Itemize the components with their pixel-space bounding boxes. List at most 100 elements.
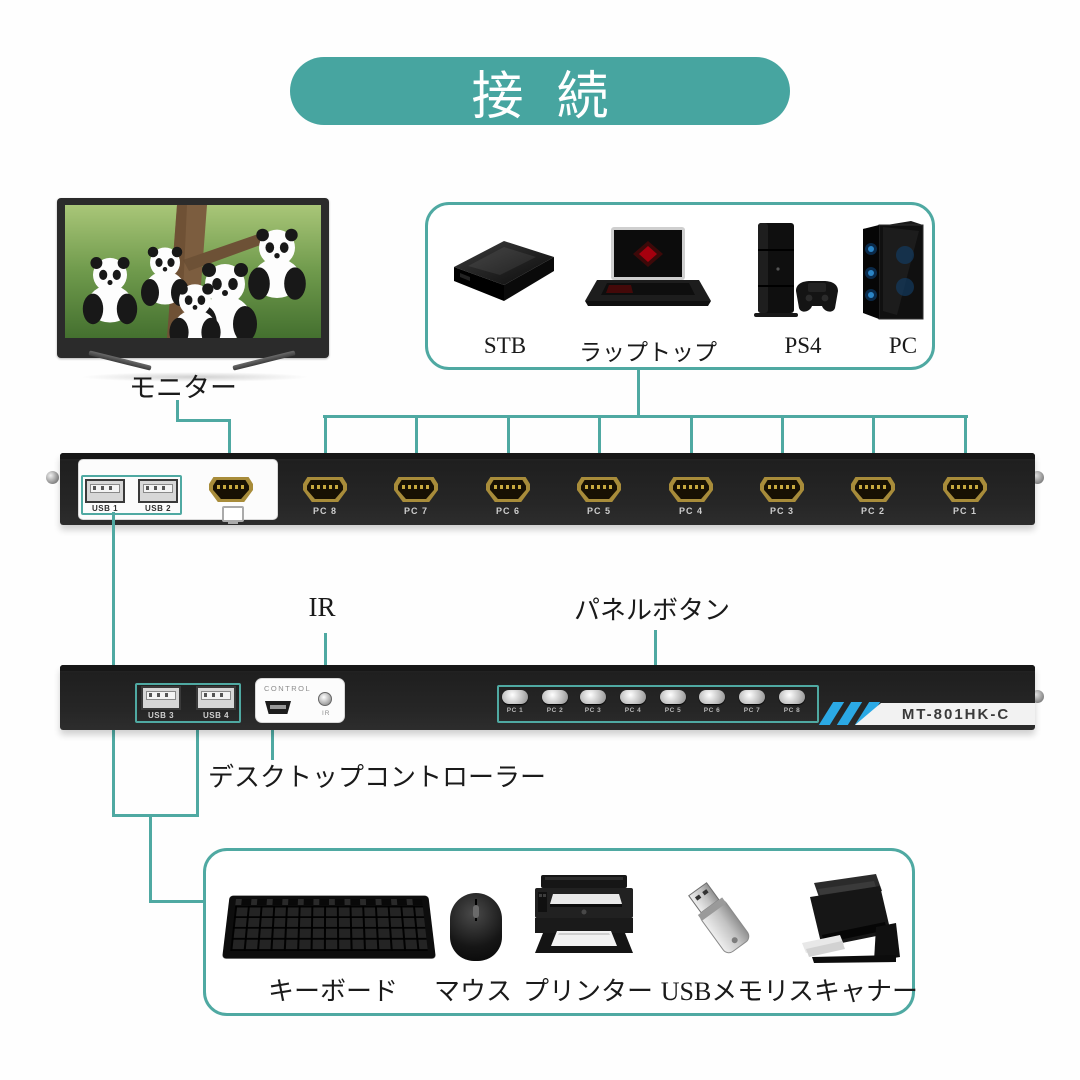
peripherals-connector-line: [149, 814, 152, 903]
panda-screen-image: [65, 205, 321, 347]
hdmi-port-label: PC 5: [586, 506, 611, 516]
stb-label: STB: [483, 333, 527, 358]
usb2-port-label: USB 2: [144, 504, 172, 513]
ir-receiver-icon: [318, 692, 332, 706]
usb-memory-label: USBメモリ: [660, 977, 790, 1006]
printer-label: プリンター: [523, 977, 654, 1006]
hdmi-drop-line: [690, 415, 693, 490]
laptop-image: [585, 227, 711, 306]
hdmi-port-pc3: [760, 477, 804, 502]
hdmi-drop-line: [507, 415, 510, 490]
keyboard-label: キーボード: [268, 977, 399, 1006]
usb12-connector-line: [112, 512, 115, 817]
pc-label: PC: [888, 333, 918, 358]
hdmi-drop-line: [415, 415, 418, 490]
usb-join-line: [112, 814, 199, 817]
control-label: CONTROL: [264, 684, 312, 693]
select-button-pc7: [739, 690, 765, 704]
hdmi-port-pc2: [851, 477, 895, 502]
usb1-port: [85, 479, 125, 503]
hdmi-drop-line: [872, 415, 875, 490]
scanner-label: スキャナー: [788, 977, 919, 1006]
printer-image: [535, 875, 633, 953]
mouse-label: マウス: [433, 977, 512, 1006]
button-label: PC 4: [624, 707, 642, 714]
panel-buttons-callout-label: パネルボタン: [573, 596, 730, 625]
select-button-pc1: [502, 690, 528, 704]
control-port-area: CONTROL IR: [255, 678, 345, 723]
switch-rear-panel: USB 1 USB 2 PC 8 PC 7 PC 6 PC 5 PC 4 PC …: [60, 453, 1035, 525]
usb34-connector-line: [196, 723, 199, 817]
stb-image: [454, 241, 554, 301]
hdmi-port-label: PC 3: [769, 506, 794, 516]
hdmi-port-label: PC 2: [860, 506, 885, 516]
hdmi-port-label: PC 4: [678, 506, 703, 516]
ps4-image: [754, 223, 838, 317]
monitor-icon: [222, 506, 244, 524]
page-title: 接 続: [290, 57, 790, 126]
select-button-pc2: [542, 690, 568, 704]
monitor-shadow: [80, 372, 310, 382]
sources-connector-line: [637, 370, 640, 418]
hdmi-drop-line: [598, 415, 601, 490]
select-button-pc3: [580, 690, 606, 704]
rack-screw: [46, 471, 59, 484]
hdmi-port-pc4: [669, 477, 713, 502]
usb3-port: [141, 686, 181, 710]
control-mini-usb-port: [265, 701, 291, 714]
ir-receiver-label: IR: [322, 710, 331, 717]
ir-callout-line: [324, 633, 327, 686]
monitor-image: [57, 198, 329, 358]
hdmi-port-pc6: [486, 477, 530, 502]
laptop-label: ラップトップ: [579, 340, 717, 365]
hdmi-port-pc8: [303, 477, 347, 502]
monitor-label: モニター: [129, 373, 237, 403]
hdmi-drop-line: [964, 415, 967, 490]
select-button-pc4: [620, 690, 646, 704]
usb4-port: [196, 686, 236, 710]
button-label: PC 1: [506, 707, 524, 714]
hdmi-port-label: PC 1: [952, 506, 977, 516]
sources-box: STB ラップトップ P: [425, 202, 935, 370]
peripherals-box: キーボード マウス プリンター: [203, 848, 919, 1016]
button-label: PC 7: [743, 707, 761, 714]
usb2-port: [138, 479, 178, 503]
hdmi-port-pc5: [577, 477, 621, 502]
select-button-pc6: [699, 690, 725, 704]
panel-buttons-callout-line: [654, 630, 657, 685]
button-label: PC 5: [664, 707, 682, 714]
monitor-connector-line: [176, 419, 231, 422]
usb-memory-image: [688, 882, 750, 954]
usb4-port-label: USB 4: [202, 711, 230, 720]
ps4-label: PS4: [784, 333, 822, 358]
usb1-port-label: USB 1: [91, 504, 119, 513]
mouse-image: [450, 893, 502, 961]
hdmi-drop-line: [324, 415, 327, 490]
button-label: PC 8: [783, 707, 801, 714]
hdmi-port-pc1: [943, 477, 987, 502]
switch-front-panel: USB 3 USB 4 CONTROL IR PC 1 PC 2 PC 3 PC…: [60, 665, 1035, 730]
usb12-highlight-box: [81, 475, 182, 515]
console-port-area: USB 1 USB 2: [78, 459, 278, 524]
hdmi-out-port: [209, 477, 253, 502]
hdmi-port-label: PC 6: [495, 506, 520, 516]
ir-callout-label: IR: [308, 592, 336, 622]
pc-image: [863, 221, 924, 320]
hdmi-port-label: PC 7: [403, 506, 428, 516]
usb3-port-label: USB 3: [147, 711, 175, 720]
button-label: PC 3: [584, 707, 602, 714]
button-label: PC 6: [703, 707, 721, 714]
hdmi-bus-line: [323, 415, 968, 418]
hdmi-port-label: PC 8: [312, 506, 337, 516]
desktop-controller-label: デスクトップコントローラー: [208, 763, 547, 792]
button-label: PC 2: [546, 707, 564, 714]
model-number-label: MT-801HK-C: [855, 703, 1035, 725]
peripherals-connector-line: [149, 900, 206, 903]
panel-buttons-highlight-box: [497, 685, 819, 723]
monitor-connector-line: [176, 400, 179, 421]
scanner-image: [802, 874, 900, 963]
select-button-pc5: [660, 690, 686, 704]
usb34-highlight-box: [135, 683, 241, 723]
select-button-pc8: [779, 690, 805, 704]
